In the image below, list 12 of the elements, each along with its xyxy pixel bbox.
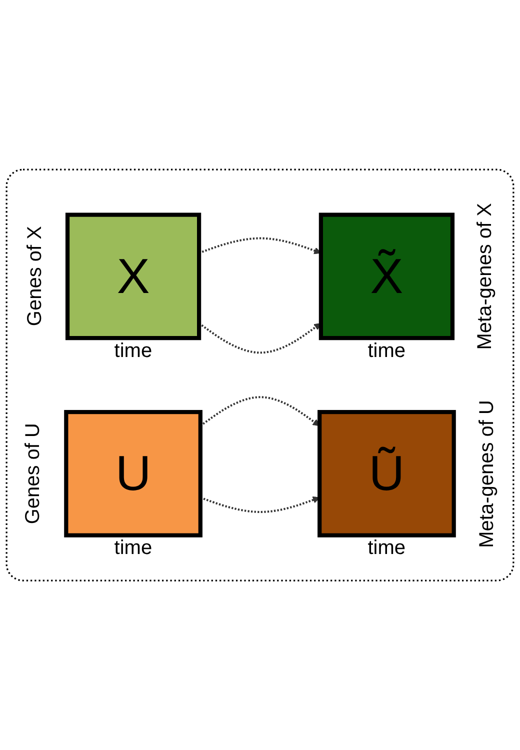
axis-caption: time <box>114 340 152 362</box>
axis-caption: time <box>114 537 152 560</box>
node-box: U <box>64 410 202 538</box>
node-box: X <box>65 212 202 340</box>
node-box: X̃ <box>318 212 455 340</box>
axis-caption: time <box>368 537 406 560</box>
side-caption: Meta-genes of X <box>474 202 496 350</box>
side-caption: Genes of X <box>24 226 46 326</box>
axis-caption: time <box>368 340 406 362</box>
side-caption: Meta-genes of U <box>476 400 498 548</box>
side-caption: Genes of U <box>22 423 44 524</box>
node-box: Ũ <box>318 410 456 538</box>
